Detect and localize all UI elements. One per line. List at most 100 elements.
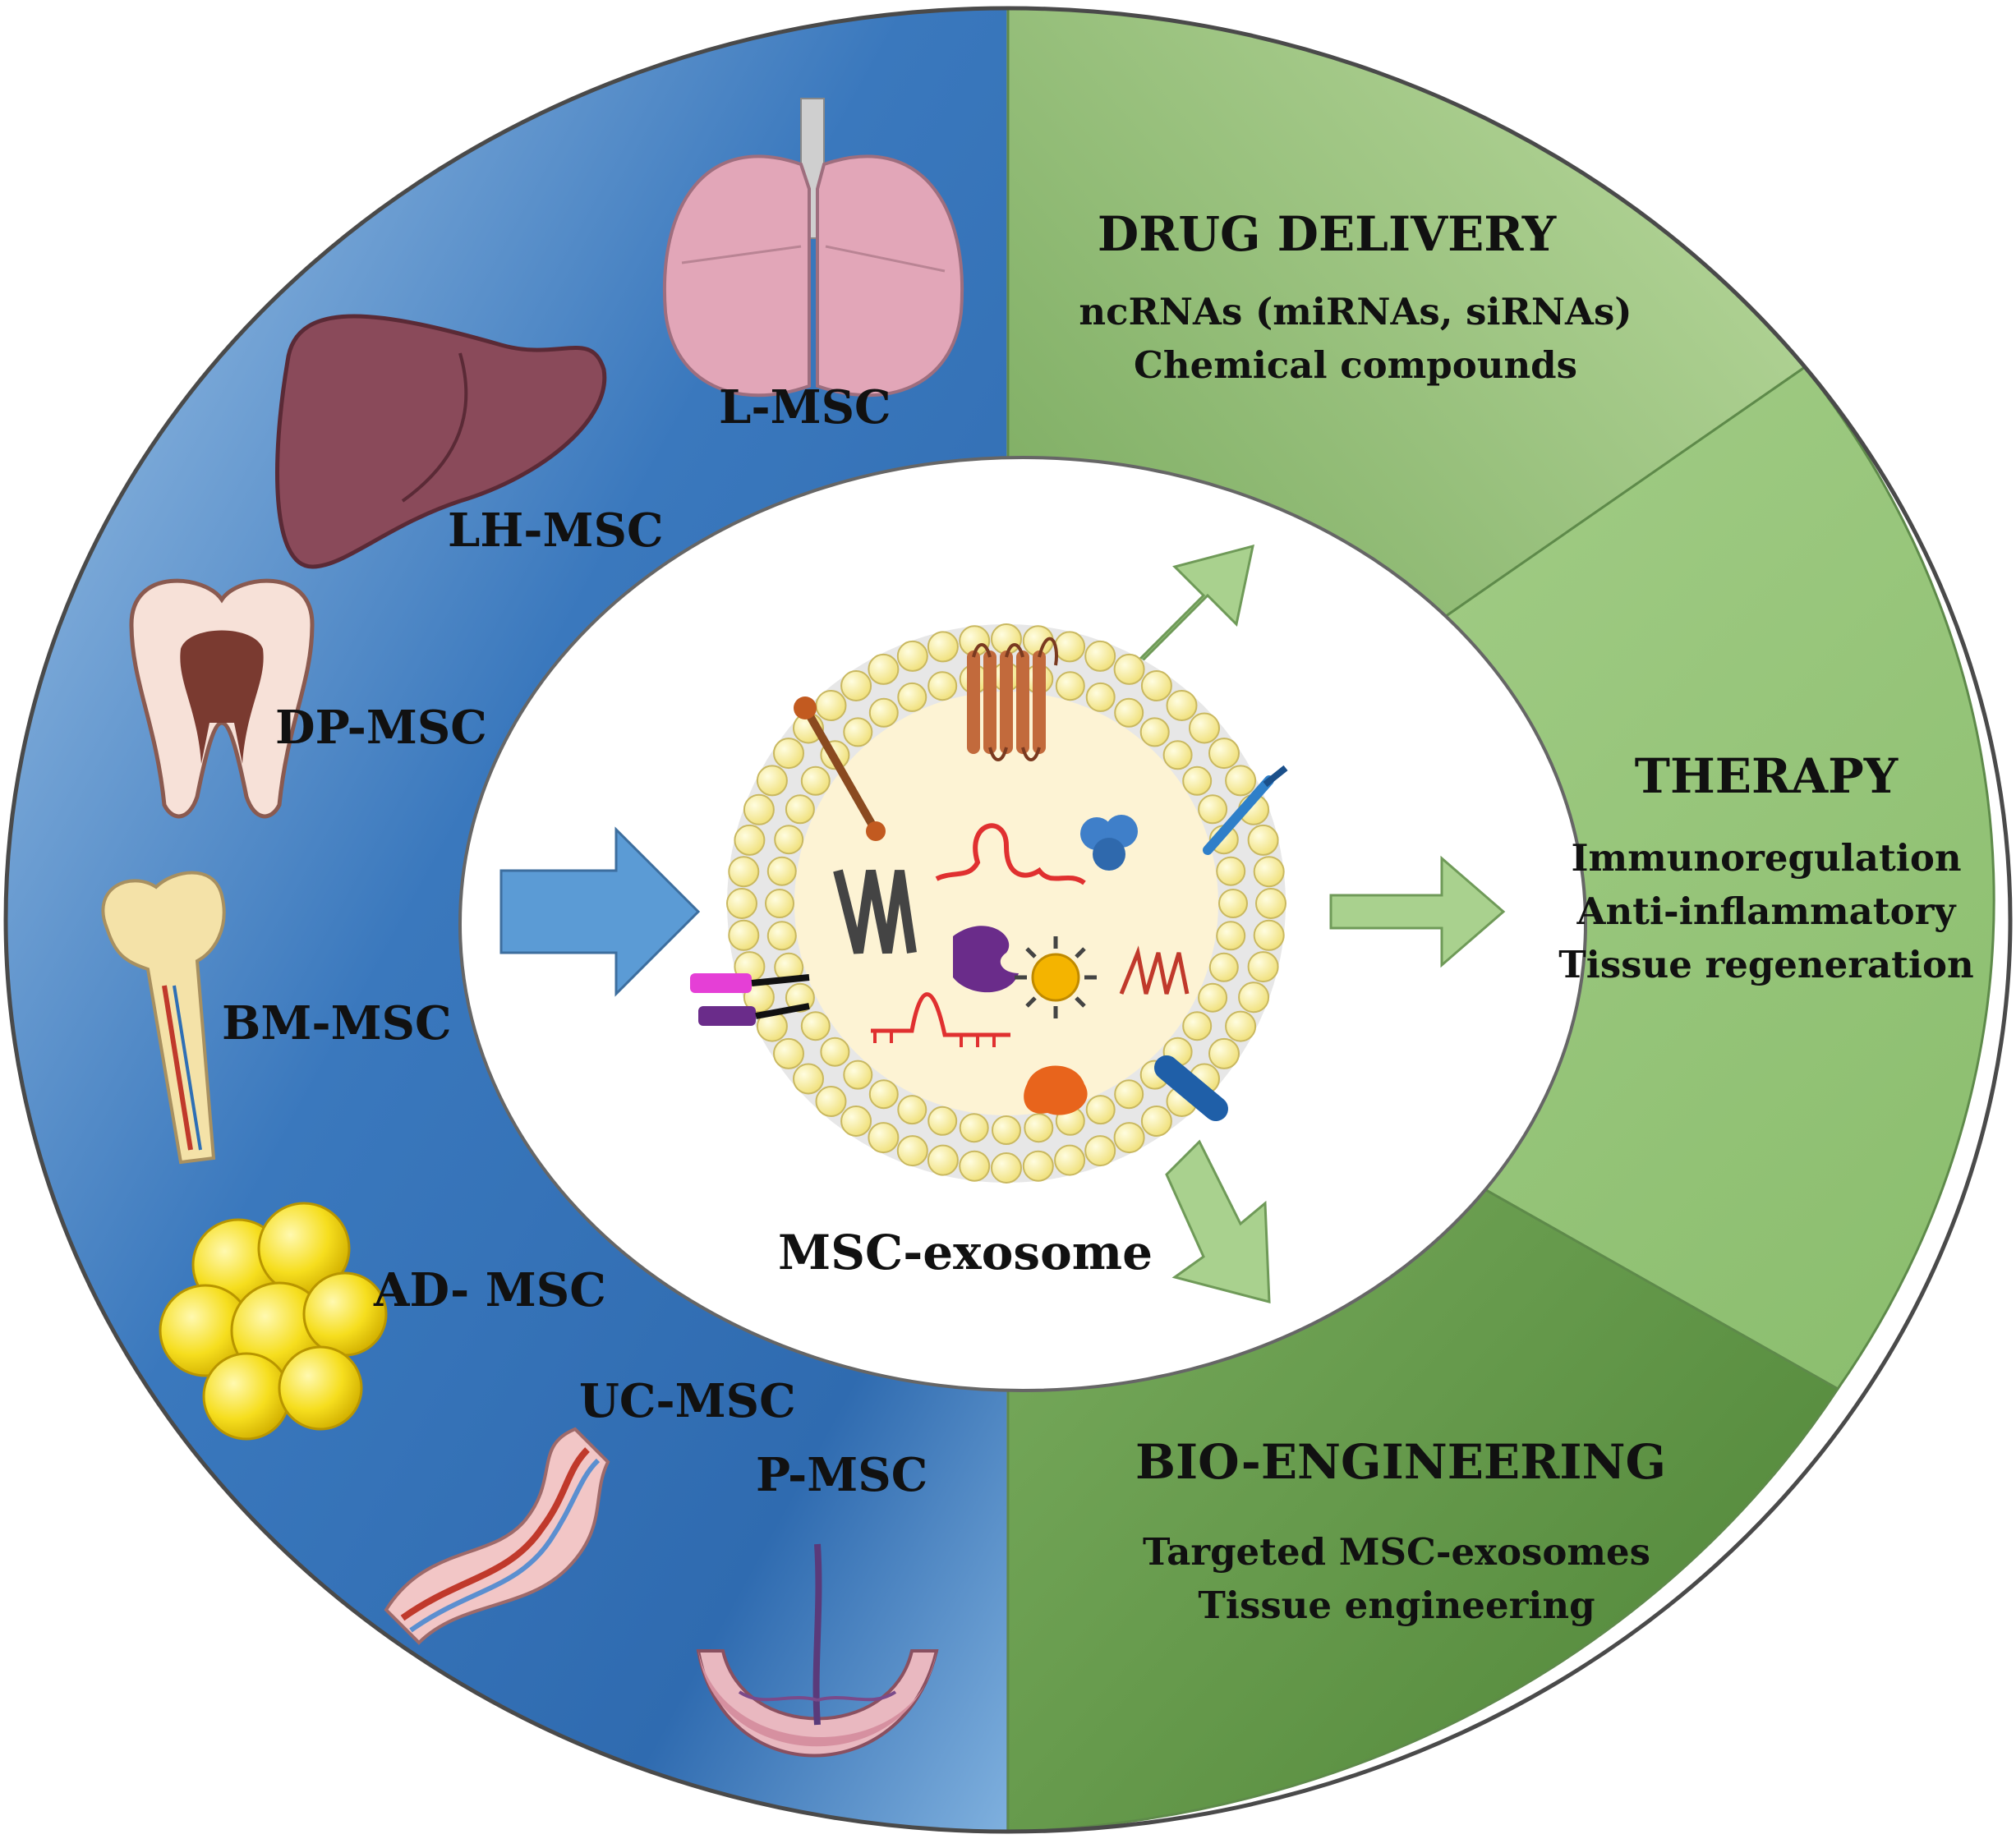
membrane-bead [766,921,797,951]
membrane-bead [868,697,899,728]
membrane-bead [728,919,760,951]
membrane-bead [1208,738,1240,770]
membrane-bead [959,1150,991,1182]
membrane-bead [815,1086,847,1117]
membrane-bead [1113,1122,1145,1154]
tooth-icon [129,578,315,819]
membrane-bead [868,1122,900,1154]
membrane-bead [843,1060,873,1090]
lipid-droplet-icon [1024,1065,1088,1115]
membrane-bead [766,856,797,886]
membrane-bead [840,1106,872,1137]
membrane-bead [927,671,958,701]
placenta-icon [696,1543,939,1758]
membrane-bead [815,690,847,721]
source-label-placenta: P-MSC [756,1448,927,1502]
membrane-bead [1216,921,1246,951]
drug-delivery-title: DRUG DELIVERY [1098,206,1557,262]
membrane-bead [1054,1144,1086,1176]
integrin-receptor-icon [690,973,810,1026]
membrane-bead [1182,765,1213,796]
membrane-bead [959,1113,989,1143]
umbilical-cord-icon [384,1427,610,1645]
membrane-bead [793,1063,824,1095]
enzyme-icon [953,926,1019,993]
membrane-bead [1166,690,1198,721]
membrane-bead [765,889,794,918]
mirna-strand-icon [871,992,1010,1047]
membrane-bead [1055,671,1085,701]
membrane-bead [868,653,900,685]
membrane-bead [1225,765,1257,797]
exosome-label: MSC-exosome [778,1225,1153,1280]
membrane-bead [1255,888,1286,919]
membrane-bead [1054,631,1086,663]
membrane-bead [896,1135,928,1167]
rna-hairpin-icon [935,823,1086,885]
lung-icon [663,98,964,398]
source-label-bone: BM-MSC [222,996,452,1050]
membrane-bead [734,824,766,856]
membrane-bead [1084,640,1116,672]
membrane-bead [743,793,775,825]
membrane-bead [773,738,804,770]
membrane-bead [927,1106,958,1136]
membrane-beads-outer [726,623,1286,1184]
channel-protein-icon [1154,1055,1228,1121]
membrane-bead [728,856,760,888]
source-label-adipose: AD- MSC [373,1263,606,1317]
source-label-umbilical: UC-MSC [579,1374,796,1428]
membrane-bead [1022,1150,1054,1182]
membrane-bead [1140,1106,1172,1137]
membrane-bead [991,1152,1022,1184]
mrna-wave-icon [1119,945,1190,995]
membrane-bead [1113,653,1145,685]
bioengineering-item-1: Targeted MSC-exosomes [1143,1530,1650,1574]
source-label-liver: LH-MSC [448,503,664,558]
membrane-bead [1208,1037,1240,1069]
membrane-bead [1140,670,1172,701]
membrane-bead [1253,919,1285,951]
membrane-bead [1208,952,1239,982]
membrane-bead [1238,981,1270,1014]
membrane-bead [1139,717,1170,747]
membrane-bead [756,765,788,797]
membrane-bead [1247,951,1279,983]
membrane-bead [1162,740,1193,770]
drug-delivery-item-1: ncRNAs (miRNAs, siRNAs) [1079,290,1632,333]
membrane-bead [840,670,872,701]
receptor-needle-icon [1203,765,1288,855]
membrane-bead [1225,1010,1257,1042]
membrane-bead [1218,889,1248,918]
protein-cluster-icon [1080,815,1138,871]
membrane-bead [868,1079,899,1110]
transmembrane-protein-icon [967,637,1058,761]
dna-helix-icon [833,869,917,954]
membrane-bead [897,1095,927,1125]
membrane-bead [1085,682,1116,712]
membrane-bead [1085,1095,1116,1125]
membrane-bead [785,794,815,825]
membrane-bead [1216,856,1246,886]
membrane-bead [1198,794,1228,825]
source-label-lung: L-MSC [719,380,891,434]
membrane-bead [1247,824,1279,856]
membrane-bead [1084,1135,1116,1167]
membrane-bead [992,1115,1021,1145]
bone-icon [101,871,226,1165]
membrane-bead [1114,697,1144,728]
therapy-item-3: Tissue regeneration [1558,943,1974,986]
membrane-bead [1189,712,1220,744]
sun-molecule-icon [1015,936,1097,1018]
membrane-bead [773,1037,804,1069]
membrane-bead [800,1011,831,1041]
membrane-bead [726,888,757,919]
input-arrow [499,826,701,997]
tetraspanin-rod-icon [794,696,886,841]
membrane-bead [1182,1011,1213,1041]
outer-ring-border [3,6,2013,1834]
membrane-bead [896,640,928,672]
membrane-bead [897,682,927,712]
